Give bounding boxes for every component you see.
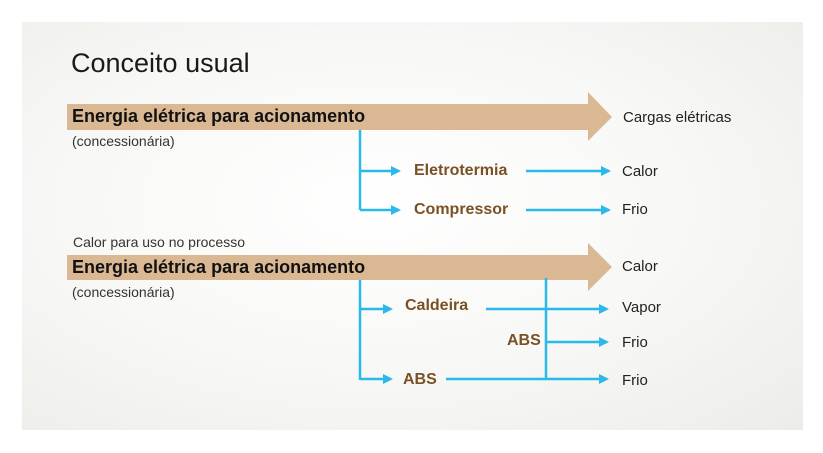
slide-background bbox=[22, 22, 803, 430]
page-title: Conceito usual bbox=[71, 48, 250, 78]
main-arrow-1-label: Energia elétrica para acionamento bbox=[72, 106, 366, 126]
output-frio-3: Frio bbox=[622, 372, 648, 389]
output-frio: Frio bbox=[622, 201, 648, 218]
output-vapor: Vapor bbox=[622, 299, 661, 316]
process-eletrotermia: Eletrotermia bbox=[414, 162, 508, 179]
main-arrow-2 bbox=[67, 243, 612, 291]
process-caldeira: Caldeira bbox=[405, 297, 469, 314]
connectors-1 bbox=[358, 130, 611, 215]
output-calor: Calor bbox=[622, 163, 658, 180]
process-abs-lower: ABS bbox=[403, 371, 437, 388]
process-abs-upper: ABS bbox=[507, 332, 541, 349]
output-frio-2: Frio bbox=[622, 334, 648, 351]
connectors-2 bbox=[358, 278, 609, 384]
main-arrow-2-sub: (concessionária) bbox=[72, 284, 175, 300]
main-arrow-2-label: Energia elétrica para acionamento bbox=[72, 257, 366, 277]
output-calor-2: Calor bbox=[622, 258, 658, 275]
main-arrow-1 bbox=[67, 92, 612, 141]
main-arrow-1-sub: (concessionária) bbox=[72, 133, 175, 149]
process-compressor: Compressor bbox=[414, 201, 509, 218]
output-cargas-eletricas: Cargas elétricas bbox=[623, 109, 732, 126]
section-2-heading: Calor para uso no processo bbox=[73, 234, 245, 250]
